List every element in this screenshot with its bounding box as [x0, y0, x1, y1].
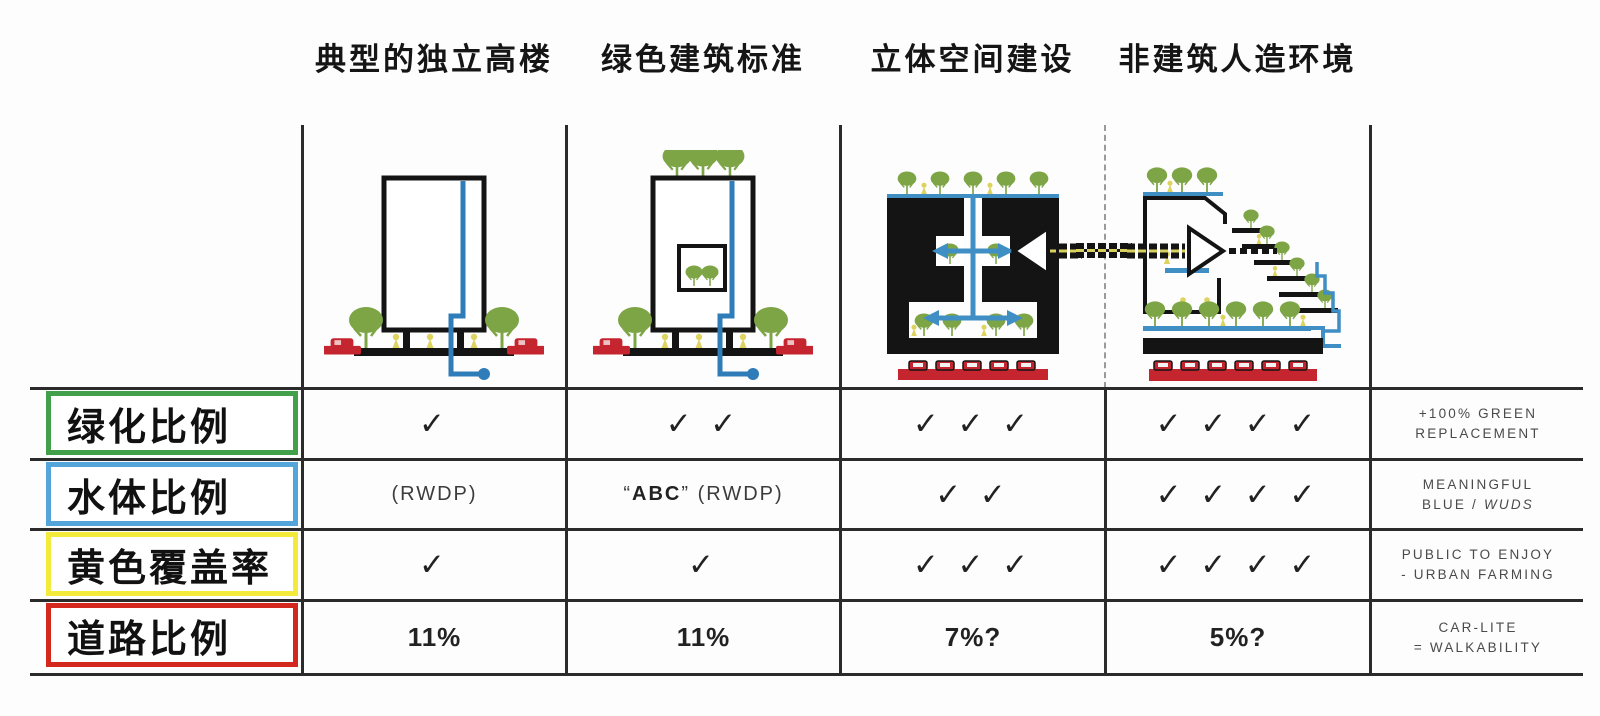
table-cell: 5%? — [1209, 622, 1267, 652]
row-note-yellow: PUBLIC TO ENJOY- URBAN FARMING — [1401, 547, 1555, 582]
table-cell: ✓ — [419, 406, 450, 441]
divider — [839, 125, 842, 676]
volumetric-space-construction-illustration — [887, 170, 1082, 380]
green-building-standard-illustration — [593, 150, 813, 380]
non-building-manmade-environment-illustration — [1127, 166, 1341, 381]
table-cell: ✓ ✓ ✓ ✓ — [1155, 547, 1321, 582]
table-cell: “ABC” (RWDP) — [623, 483, 784, 505]
table-cell: ✓ ✓ ✓ — [912, 547, 1034, 582]
row-note-road: CAR-LITE= WALKABILITY — [1413, 619, 1543, 655]
row-line — [30, 599, 1583, 602]
table-cell: ✓ ✓ — [665, 406, 742, 441]
column-header-non-building: 非建筑人造环境 — [1118, 41, 1357, 77]
row-label-water-ratio: 水体比例 — [46, 462, 298, 526]
divider — [1369, 125, 1372, 676]
typical-standalone-tower-illustration — [324, 175, 544, 380]
row-label-yellow-coverage: 黄色覆盖率 — [46, 532, 298, 596]
table-cell: 11% — [676, 622, 731, 652]
table-cell: ✓ ✓ ✓ ✓ — [1155, 476, 1321, 512]
row-line — [30, 387, 1583, 390]
table-cell: 11% — [407, 622, 462, 652]
divider — [1104, 388, 1107, 676]
table-cell: 7%? — [944, 622, 1002, 652]
row-line — [30, 673, 1583, 676]
row-label-road-ratio: 道路比例 — [46, 603, 298, 667]
table-cell: ✓ — [419, 547, 450, 582]
table-cell: ✓ ✓ ✓ — [912, 406, 1034, 441]
row-line — [30, 528, 1583, 531]
column-header-volumetric-space: 立体空间建设 — [870, 41, 1075, 77]
table-cell: ✓ ✓ — [935, 476, 1011, 512]
row-line — [30, 458, 1583, 461]
divider — [301, 125, 304, 676]
table-cell: ✓ — [688, 547, 719, 582]
column-header-typical-tower: 典型的独立高楼 — [315, 41, 553, 77]
link-bridge-band — [1076, 243, 1132, 258]
divider — [565, 125, 568, 676]
row-label-green-ratio: 绿化比例 — [46, 391, 298, 455]
row-note-water: MEANINGFUL BLUE / WUDS — [1422, 476, 1534, 512]
column-header-green-building: 绿色建筑标准 — [601, 41, 805, 77]
table-cell: ✓ ✓ ✓ ✓ — [1155, 406, 1321, 441]
table-cell: (RWDP) — [391, 483, 478, 505]
